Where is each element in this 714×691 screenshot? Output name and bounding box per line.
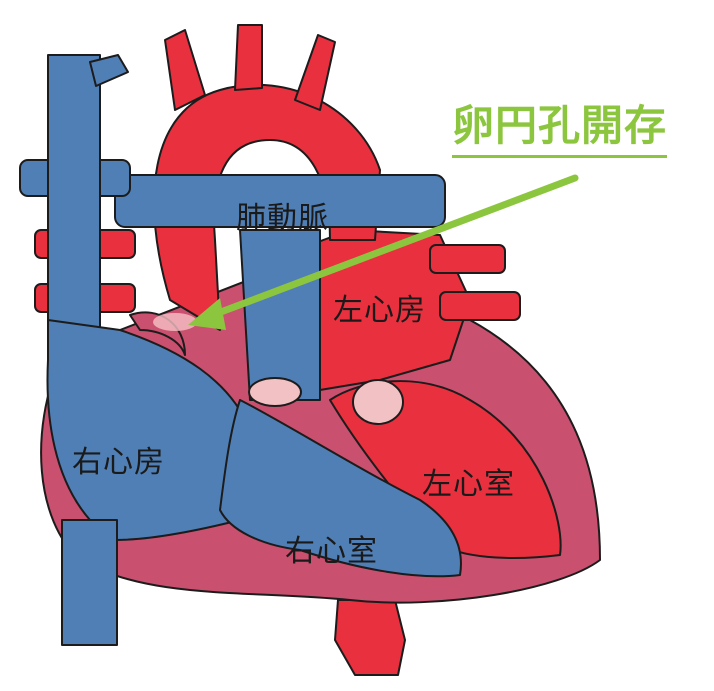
pfo-glow xyxy=(153,313,197,331)
right-ventricle xyxy=(219,399,462,578)
aortic-branch-2 xyxy=(234,24,263,91)
inferior-vena-cava xyxy=(61,519,118,646)
brachiocephalic-vein xyxy=(89,54,129,87)
pulmonary-vein-upper xyxy=(429,244,506,274)
aortic-branch-3 xyxy=(294,34,336,111)
pulmonary-vein-lower xyxy=(439,291,521,321)
pulmonary-artery xyxy=(114,174,446,228)
descending-aorta xyxy=(334,599,406,676)
pfo-title: 卵円孔開存 xyxy=(452,92,668,158)
label-right-atrium: 右心房 xyxy=(72,445,165,480)
label-left-ventricle: 左心室 xyxy=(422,467,515,502)
mitral-valve xyxy=(352,379,404,425)
pfo-arrow-line xyxy=(201,174,579,322)
superior-vena-cava xyxy=(47,54,101,331)
label-pulmonary-artery: 肺動脈 xyxy=(236,201,329,236)
aortic-branch-1 xyxy=(164,29,206,111)
pulmonary-valve xyxy=(248,377,302,407)
pfo-arrow-head xyxy=(188,298,226,330)
right-atrium xyxy=(46,319,261,541)
aortic-arch xyxy=(153,83,381,331)
label-right-ventricle: 右心室 xyxy=(285,534,378,569)
label-left-atrium: 左心房 xyxy=(333,293,426,328)
pulmonary-artery-trunk xyxy=(239,229,321,401)
